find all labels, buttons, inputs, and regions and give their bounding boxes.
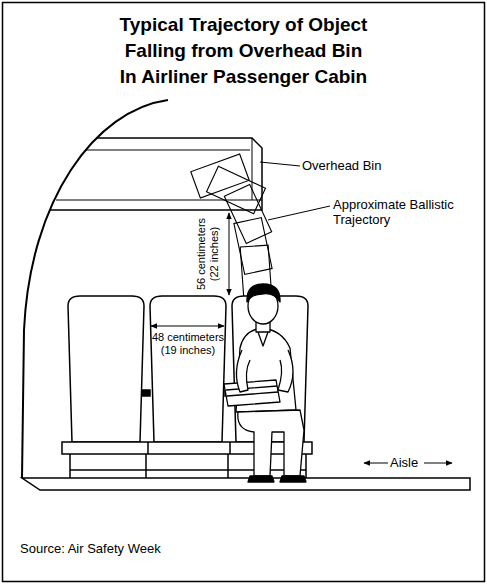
passenger-arm bbox=[236, 350, 250, 392]
passenger-book bbox=[224, 380, 280, 406]
seat-base bbox=[62, 442, 312, 454]
falling-object bbox=[191, 154, 249, 198]
book-pages bbox=[226, 386, 278, 396]
falling-object bbox=[207, 166, 266, 213]
overhead-bin bbox=[50, 138, 262, 210]
passenger-hair bbox=[247, 284, 280, 302]
figure-frame bbox=[3, 3, 485, 582]
passenger-collar bbox=[258, 332, 268, 346]
seat-back bbox=[150, 296, 226, 442]
seat-back bbox=[68, 296, 144, 442]
leader-line bbox=[268, 206, 330, 220]
part-label: Overhead Bin bbox=[302, 158, 422, 173]
armrest bbox=[142, 390, 150, 396]
dimension-label: 48 centimeters (19 inches) bbox=[147, 331, 229, 357]
dimension-line bbox=[229, 213, 230, 295]
passenger-shoe bbox=[280, 476, 306, 482]
dimension-label: 56 centimeters (22 inches) bbox=[195, 212, 221, 296]
leader-line bbox=[260, 162, 300, 166]
dimension-line bbox=[151, 326, 224, 327]
part-label: Approximate Ballistic Trajectory bbox=[333, 197, 458, 227]
seat-divider bbox=[148, 442, 230, 454]
aisle-arrow bbox=[424, 463, 452, 464]
figure-title: Typical Trajectory of Object Falling fro… bbox=[116, 12, 371, 90]
passenger-shoe bbox=[248, 476, 274, 482]
aisle-arrow bbox=[364, 463, 388, 464]
passenger-legs bbox=[238, 410, 304, 476]
bin-lip bbox=[56, 200, 262, 201]
cabin-floor bbox=[22, 478, 470, 490]
aisle-label: Aisle bbox=[390, 455, 424, 470]
cabin-wall bbox=[22, 100, 168, 478]
passenger-arm bbox=[278, 350, 293, 392]
bin-door-edge bbox=[86, 150, 250, 151]
source-caption: Source: Air Safety Week bbox=[20, 541, 320, 556]
